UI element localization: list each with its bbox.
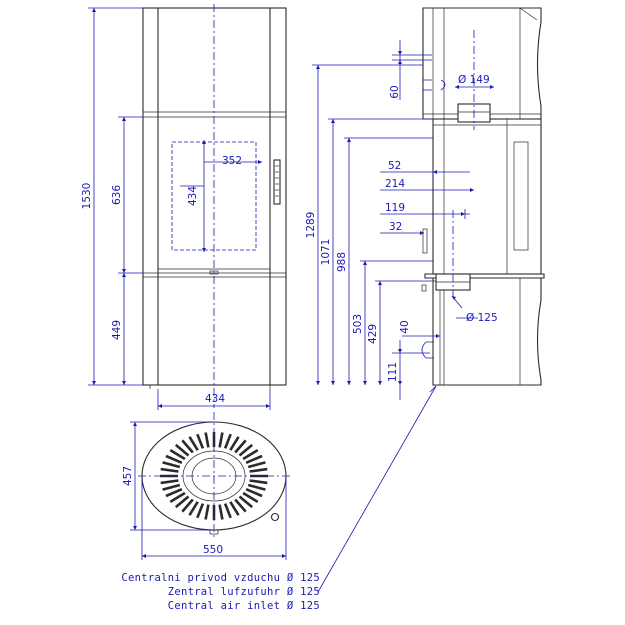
air-inlet-diameter-label: Ø 125 bbox=[466, 312, 498, 324]
total-height-label: 1530 bbox=[81, 183, 93, 210]
grate-slot bbox=[218, 432, 224, 448]
front-view: 352 434 1530 636 449 434 bbox=[81, 4, 287, 410]
door-height-label: 636 bbox=[111, 185, 123, 205]
grate-slot bbox=[223, 503, 232, 519]
grate-slot bbox=[165, 454, 183, 464]
grate-slot bbox=[181, 498, 194, 513]
grate-slot bbox=[160, 479, 179, 485]
grate-slot bbox=[218, 504, 224, 520]
dim-1289-label: 1289 bbox=[305, 212, 317, 239]
door-handle bbox=[273, 159, 281, 205]
top-width-label: 550 bbox=[203, 544, 223, 556]
grate-slot bbox=[238, 443, 254, 457]
grate-slot bbox=[247, 483, 266, 491]
grate-slot bbox=[204, 432, 210, 448]
window-width-label: 352 bbox=[222, 155, 242, 167]
grate-slot bbox=[229, 436, 240, 451]
dim-429-label: 429 bbox=[367, 324, 379, 344]
grate-slot bbox=[245, 454, 263, 464]
grate-slot bbox=[249, 467, 268, 473]
grate-slot bbox=[162, 461, 181, 469]
grate-slot bbox=[160, 467, 179, 473]
note-czech: Centralni privod vzduchu Ø 125 bbox=[121, 572, 320, 584]
grate-slot bbox=[188, 501, 199, 516]
grate-slot bbox=[245, 488, 263, 498]
top-depth-label: 457 bbox=[122, 466, 134, 486]
grate-slot bbox=[234, 498, 247, 513]
grate-slot bbox=[196, 503, 205, 519]
grate-slot bbox=[242, 448, 259, 461]
grate-slot bbox=[169, 448, 186, 461]
grate-slot bbox=[165, 488, 183, 498]
grate-slot bbox=[169, 491, 186, 504]
grate-slot bbox=[174, 443, 190, 457]
dim-503-label: 503 bbox=[352, 314, 364, 334]
base-height-label: 449 bbox=[111, 320, 123, 340]
grate-slot bbox=[238, 495, 254, 509]
dim-1071-label: 1071 bbox=[320, 239, 332, 266]
dim-32-label: 32 bbox=[389, 221, 402, 233]
window-height-label: 434 bbox=[187, 186, 199, 206]
dim-119-label: 119 bbox=[385, 202, 405, 214]
front-width-label: 434 bbox=[205, 393, 225, 405]
side-view: 60 Ø 149 1289 1071 988 503 429 52 bbox=[305, 7, 545, 593]
grate-slot bbox=[249, 479, 268, 485]
grate-slot bbox=[188, 436, 199, 451]
grate-slot bbox=[242, 491, 259, 504]
air-inlet-port bbox=[270, 512, 280, 522]
grate-slot bbox=[181, 439, 194, 454]
flue-diameter-label: Ø 149 bbox=[458, 74, 490, 86]
grate-slot bbox=[234, 439, 247, 454]
dim-40-label: 40 bbox=[399, 320, 411, 333]
grate-slot bbox=[174, 495, 190, 509]
note-english: Central air inlet Ø 125 bbox=[167, 600, 320, 612]
top-view: 457 550 bbox=[122, 412, 292, 560]
grate-slot bbox=[204, 504, 210, 520]
grate-slot bbox=[247, 461, 266, 469]
leader-line bbox=[317, 385, 437, 593]
grate-slot bbox=[162, 483, 181, 491]
dim-60-label: 60 bbox=[389, 85, 401, 98]
grate-slot bbox=[223, 433, 232, 449]
dim-988-label: 988 bbox=[336, 252, 348, 272]
dim-52-label: 52 bbox=[388, 160, 401, 172]
note-german: Zentral lufzufuhr Ø 125 bbox=[167, 586, 320, 598]
grate-slot bbox=[229, 501, 240, 516]
dim-111-label: 111 bbox=[387, 362, 399, 382]
dim-214-label: 214 bbox=[385, 178, 405, 190]
grate-slot bbox=[196, 433, 205, 449]
